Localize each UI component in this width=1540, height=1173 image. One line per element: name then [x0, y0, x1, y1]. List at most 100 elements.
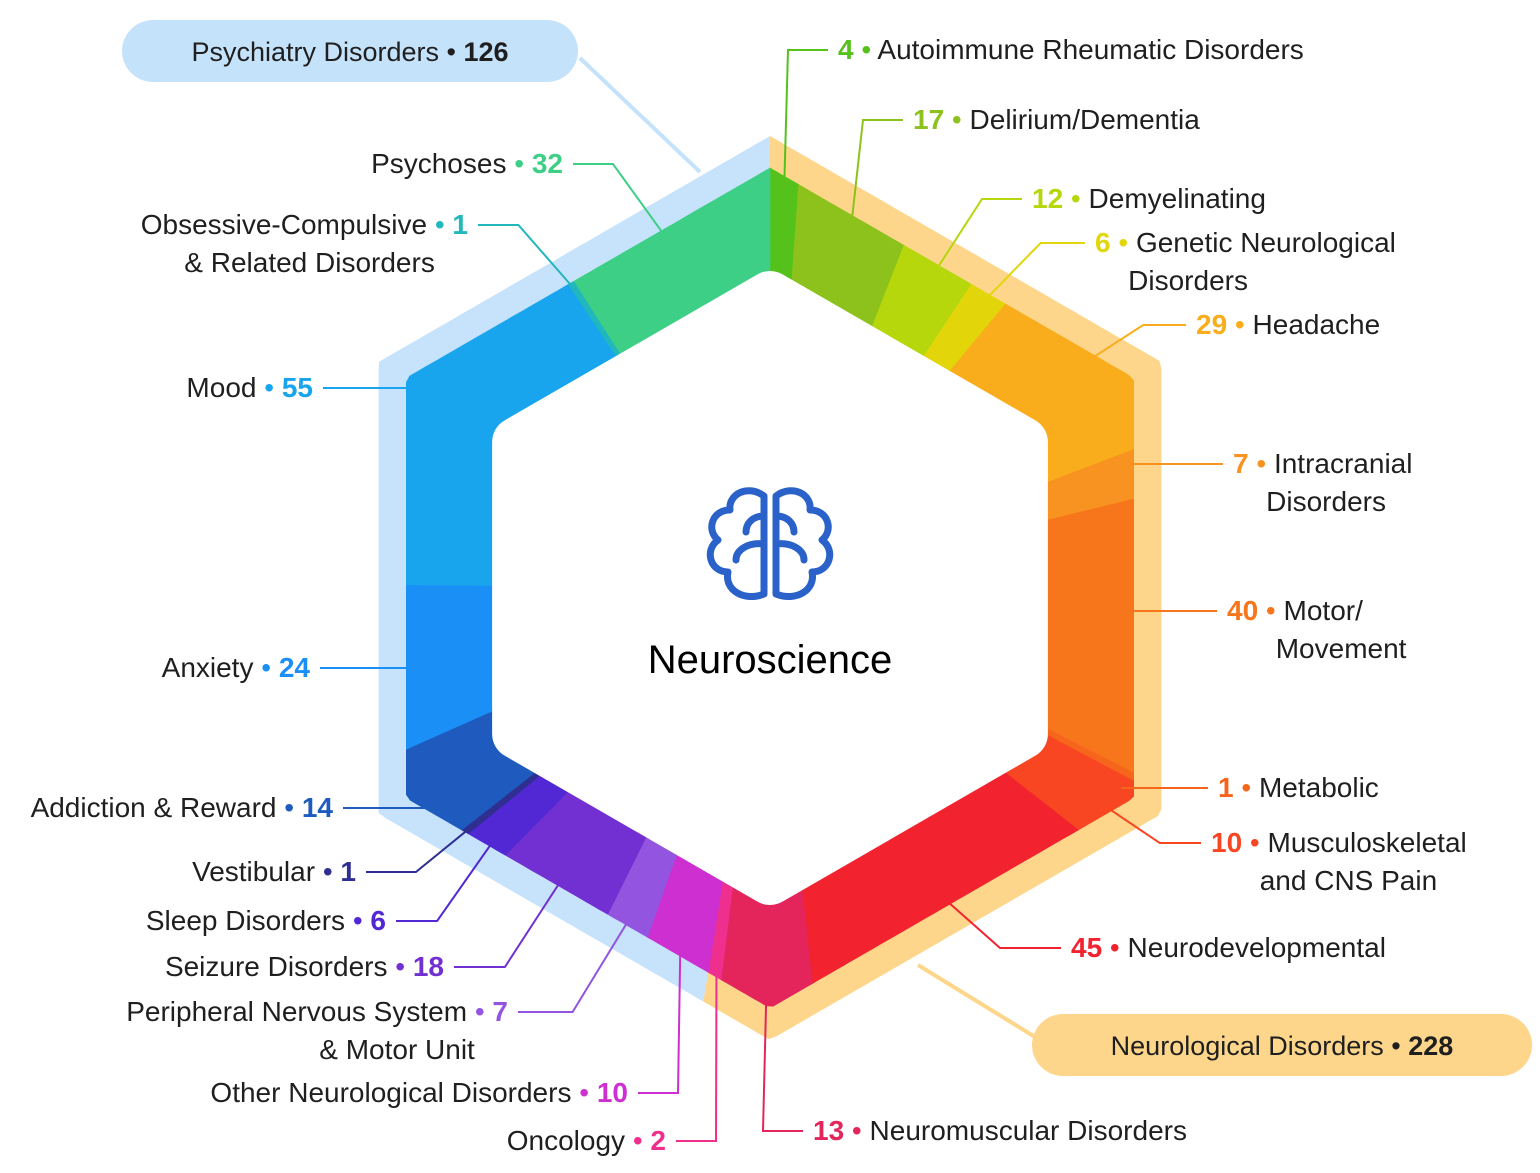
label-seizure: Seizure Disorders • 18: [165, 951, 444, 982]
name-motor: Motor/: [1284, 595, 1364, 626]
count-ocd: 1: [452, 209, 468, 240]
count-intracranial: 7: [1233, 448, 1249, 479]
count-pns: 7: [492, 996, 508, 1027]
leader-neurodev: [939, 894, 1061, 949]
name-anxiety: Anxiety: [162, 652, 254, 683]
leader-neuromuscular: [761, 990, 803, 1132]
label-musculo-text: 10 • Musculoskeletal: [1211, 827, 1467, 858]
leader-delirium: [849, 119, 903, 230]
name-pns: Peripheral Nervous System: [126, 996, 467, 1027]
count-neurodev: 45: [1071, 932, 1102, 963]
label-demyel: 12 • Demyelinating: [1032, 183, 1266, 214]
leader-ocd: [478, 224, 580, 295]
bullet-pns: •: [467, 996, 492, 1027]
center-title: Neuroscience: [648, 638, 893, 682]
label-neuromuscular: 13 • Neuromuscular Disorders: [813, 1115, 1187, 1146]
name-genetic-line2: Disorders: [1128, 265, 1248, 296]
name-ocd-line2: & Related Disorders: [184, 247, 435, 278]
bullet-other: •: [571, 1077, 596, 1108]
label-oncology-text: Oncology • 2: [507, 1125, 666, 1156]
name-neurodev: Neurodevelopmental: [1128, 932, 1386, 963]
bullet-neuromuscular: •: [844, 1115, 869, 1146]
psych-group-text: Psychiatry Disorders • 126: [191, 37, 508, 67]
label-anxiety: Anxiety • 24: [162, 652, 311, 683]
count-other: 10: [597, 1077, 628, 1108]
name-addiction: Addiction & Reward: [31, 792, 277, 823]
psych-group-label: Psychiatry Disorders • 126: [122, 20, 702, 174]
name-neuromuscular: Neuromuscular Disorders: [870, 1115, 1187, 1146]
bullet-ocd: •: [427, 209, 452, 240]
count-anxiety: 24: [279, 652, 311, 683]
neuro-group-leader: [916, 963, 1042, 1042]
count-seizure: 18: [413, 951, 444, 982]
name-pns-line2: & Motor Unit: [319, 1034, 475, 1065]
label-other-text: Other Neurological Disorders • 10: [210, 1077, 628, 1108]
name-genetic: Genetic Neurological: [1136, 227, 1396, 258]
neuro-group-text: Neurological Disorders • 228: [1111, 1031, 1454, 1061]
name-sleep: Sleep Disorders: [146, 905, 345, 936]
psych-group-leader: [578, 56, 702, 174]
label-psychoses-text: Psychoses • 32: [371, 148, 563, 179]
bullet-genetic: •: [1111, 227, 1136, 258]
label-motor: 40 • Motor/Movement: [1227, 595, 1407, 664]
label-anxiety-text: Anxiety • 24: [162, 652, 311, 683]
count-autoimmune: 4: [838, 34, 854, 65]
bullet-anxiety: •: [253, 652, 278, 683]
name-other: Other Neurological Disorders: [210, 1077, 571, 1108]
label-neurodev-text: 45 • Neurodevelopmental: [1071, 932, 1386, 963]
bullet-neurodev: •: [1102, 932, 1127, 963]
label-metabolic: 1 • Metabolic: [1218, 772, 1379, 803]
label-neurodev: 45 • Neurodevelopmental: [1071, 932, 1386, 963]
psych-group-name: Psychiatry Disorders •: [191, 37, 463, 67]
name-ocd: Obsessive-Compulsive: [141, 209, 427, 240]
name-delirium: Delirium/Dementia: [970, 104, 1201, 135]
label-oncology: Oncology • 2: [507, 1125, 666, 1156]
count-metabolic: 1: [1218, 772, 1234, 803]
label-delirium: 17 • Delirium/Dementia: [913, 104, 1200, 135]
psych-group-count: 126: [463, 37, 508, 67]
bullet-headache: •: [1227, 309, 1252, 340]
label-mood-text: Mood • 55: [186, 372, 313, 403]
neuro-group-label: Neurological Disorders • 228: [916, 963, 1532, 1076]
label-delirium-text: 17 • Delirium/Dementia: [913, 104, 1200, 135]
label-sleep: Sleep Disorders • 6: [146, 905, 386, 936]
bullet-demyel: •: [1063, 183, 1088, 214]
label-ocd-text: Obsessive-Compulsive • 1: [141, 209, 468, 240]
name-musculo: Musculoskeletal: [1268, 827, 1467, 858]
name-motor-line2: Movement: [1276, 633, 1407, 664]
label-neuromuscular-text: 13 • Neuromuscular Disorders: [813, 1115, 1187, 1146]
leader-lines: [320, 49, 1223, 1142]
name-intracranial-line2: Disorders: [1266, 486, 1386, 517]
bullet-motor: •: [1258, 595, 1283, 626]
bullet-sleep: •: [345, 905, 370, 936]
count-vestibular: 1: [340, 856, 356, 887]
bullet-oncology: •: [625, 1125, 650, 1156]
label-seizure-text: Seizure Disorders • 18: [165, 951, 444, 982]
bullet-vestibular: •: [315, 856, 340, 887]
label-vestibular-text: Vestibular • 1: [192, 856, 356, 887]
psych-group-pill: [122, 20, 578, 82]
name-demyel: Demyelinating: [1089, 183, 1266, 214]
name-intracranial: Intracranial: [1274, 448, 1413, 479]
name-seizure: Seizure Disorders: [165, 951, 388, 982]
bullet-autoimmune: •: [854, 34, 878, 65]
name-headache: Headache: [1253, 309, 1381, 340]
name-mood: Mood: [186, 372, 256, 403]
bullet-addiction: •: [276, 792, 301, 823]
count-neuromuscular: 13: [813, 1115, 844, 1146]
leader-sleep: [396, 834, 498, 922]
label-headache-text: 29 • Headache: [1196, 309, 1380, 340]
label-mood: Mood • 55: [186, 372, 313, 403]
name-vestibular: Vestibular: [192, 856, 315, 887]
count-genetic: 6: [1095, 227, 1111, 258]
bullet-seizure: •: [387, 951, 412, 982]
brain-icon: [706, 487, 834, 600]
label-ocd: Obsessive-Compulsive • 1 & Related Disord…: [141, 209, 468, 278]
leader-oncology: [676, 962, 718, 1142]
bullet-psychoses: •: [506, 148, 531, 179]
count-oncology: 2: [650, 1125, 666, 1156]
